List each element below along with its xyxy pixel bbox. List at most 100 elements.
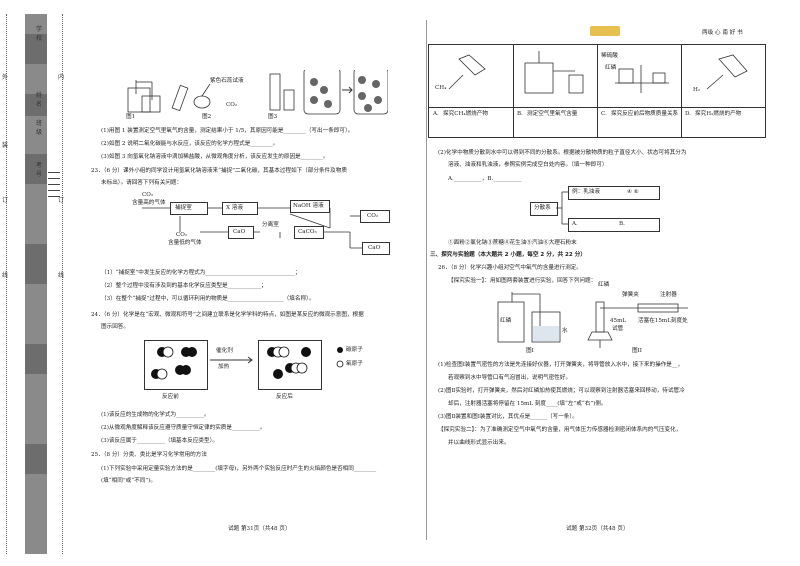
classify-diagram: 分散系 例：乳浊液 ④ ⑥ A. B. [530,186,680,236]
opt-d-letter: D. [685,111,692,117]
classify-example: 例：乳浊液 [572,189,600,195]
opt-b-letter: B. [517,111,523,117]
heat-label: 加热 [218,364,230,370]
fig-name-1: 图I [526,348,534,354]
options-line: ①面粉②氯化钠③蔗糖④花生油⑤汽油⑥大理石粉末 [448,240,577,246]
flow-source-gas: 含量高的气体 [132,200,166,206]
flow-cao-box: CaO [228,226,254,239]
app-label-piston: 活塞在15mL刻度处 [638,318,688,324]
q26-line-1: (1)检查图Ⅰ装置气密性的方法是先连接好仪器，打开弹簧夹，将导管放入水中，接下来… [438,362,684,368]
q23-sub-3: （3）在整个“捕捉”过程中，可以循环利用的物质是________________… [101,296,315,302]
binding-margin: 外 内 订 装 线 订 线 学校 姓名 班级 考号 [0,0,72,566]
publisher-logo [590,26,620,36]
flow-caco3-label: CaCO₃ [298,229,317,235]
dotted-line-inner [62,14,63,554]
options-figures-svg [448,51,748,94]
fig2-label-litmus: 紫色石蕊试液 [210,78,244,84]
opt-a-letter: A. [433,111,439,117]
field-school: 学校 [36,26,43,42]
flow-co2-low: CO₂ [176,232,188,238]
flow-co2-out-label: CO₂ [367,213,379,219]
mark-red-phosphorus: 红磷 [605,65,617,71]
q23-sub-2: （2）整个过程中没有涉及到的基本化学反应类型是____________； [101,283,267,289]
classify-nums: ④ ⑥ [627,189,639,195]
q24-head-2: 图示回答。 [101,324,129,330]
options-table: CH₄ 稀硫酸 红磷 H₂ A. 探究CH₄燃烧产物 B. 测定空气里氧气含量 … [428,44,766,138]
opt-a-text: 探究CH₄燃烧产物 [443,111,488,117]
fig-label-2: 图2 [202,114,212,120]
q23-flow-diagram: CO₂ 含量高的气体 捕捉室 X 溶液 NaOH 溶液 CO₂ CO₂ 含量低的… [132,192,400,256]
before-box [144,340,208,390]
molecules-svg [151,346,344,380]
bind-char-ding: 订 [2,197,9,204]
field-class: 班级 [36,120,43,136]
flow-low-gas: 含量低的气体 [168,240,202,246]
after-label: 反应后 [276,394,293,400]
q26-line-3: (2)图Ⅱ实验时，打开弹簧夹，然后对红磷加热使其燃烧；可以观察到注射器活塞来回移… [438,388,685,394]
flow-cao-out-label: CaO [368,245,381,251]
classify-lines-svg [556,191,568,225]
q22-line-3: (3)如图 3 向氢氧化钠溶液中滴加稀盐酸，从微观角度分析，该反应发生的原因是_… [101,154,329,160]
app-label-45ml: 45mL [610,318,627,324]
q23-sub-1: （1）“捕捉室”中发生反应的化学方程式为____________________… [101,270,301,276]
flow-caco3-box: CaCO₃ [294,226,324,239]
flow-cao-label: CaO [233,229,246,235]
mark-ch4: CH₄ [435,85,447,91]
q25-2-line-3: A.__________，B.__________ [448,176,522,182]
apparatus-svg [497,292,688,348]
app-label-tube: 试管 [612,326,624,332]
classify-root-box: 分散系 [530,202,558,216]
app-label-red-phos-2: 红磷 [598,282,610,288]
bind-char-zhuang: 装 [2,142,9,149]
q22-line-1: (1)用图 1 装置测定空气里氧气的含量，测定结果小于 1/5，其原因可能是__… [101,128,354,134]
q24-head: 24．（6 分）化学是在“宏观、微观和符号”之间建立联系是化学学科的特点，如图是… [91,312,364,318]
dotted-line-outer [6,14,7,554]
binding-strip [25,14,47,554]
flow-cao-out-box: CaO [362,242,390,255]
q24-reaction-diagram: 催化剂 加热 反应前 反应后 碳原子 氧原子 [140,338,380,406]
q24-sub-3: (3)该反应属于__________（填基本反应类型）。 [101,438,218,444]
q25-2-line-2: 溶液、浊液和乳浊液，参照实例完成空白处内容。（填一种即可） [448,162,608,168]
q26-line-5: (3)图Ⅱ装置和图Ⅰ装置对比，其优点是______（写一条）。 [438,414,578,420]
header-tagline: 两级 心 南 好 书 [702,30,743,36]
q23-head: 23．（6 分）课外小组的同学设计用氢氧化钠溶液来“捕捉”二氧化碳，其基本过程如… [91,168,347,174]
q24-sub-2: (2)从微观角度解释该反应遵守质量守恒定律的实质是__________。 [101,425,266,431]
before-label: 反应前 [162,394,179,400]
opt-b-text: 测定空气里氧气含量 [527,111,578,117]
q26-head: 26．（8 分）化学兴趣小组对空气中氧气的含量进行测定。 [438,265,582,271]
flow-x-label: X 溶液 [226,205,243,211]
opt-c-letter: C. [601,111,607,117]
opt-c-text: 探究反应前后物质质量关系 [611,111,679,117]
classify-b: B. [619,221,625,227]
q22-line-2: (2)如图 2 说明二氧化碳能与水反应，该反应的化学方程式是________。 [101,141,279,147]
app-label-red-phos-1: 红磷 [500,318,512,324]
classify-root: 分散系 [534,205,551,211]
q25-head: 25．（8 分）分类、类比是学习化学常用的方法 [91,452,207,458]
q26-line-2: 若观察到水中导管口有气泡冒出，说明气密性好。 [448,375,572,381]
flow-naoh-box: NaOH 溶液 [290,200,330,213]
bind-char-xian: 线 [2,272,9,279]
flow-capture-label: 捕捉室 [175,205,192,211]
q25-2-line-1: (2)化学中物质分散到水中可以得到不同的分散系。根据被分散物质的粒子直径大小、状… [438,150,687,156]
q25-sub-1: (1)下列实验中采用定量实验方法的是________(填字母)，另外两个实验反应… [101,466,377,472]
exp1-title: 【探究实验一】：用如图两套装置进行实验，回答下列问题： [448,278,597,284]
fig-label-1: 图1 [126,114,136,120]
field-name: 姓名 [36,92,43,108]
bind-char-wai: 外 [2,74,9,81]
fig-name-2: 图II [632,348,643,354]
bind-char-xian2: 线 [58,272,65,279]
left-footer: 试题 第31页（共48 页） [228,526,291,532]
bind-char-ding2: 订 [58,197,65,204]
mark-h2so4: 稀硫酸 [601,53,618,59]
legend-oxygen: 氧原子 [346,361,363,367]
mark-h2: H₂ [693,87,701,93]
section-3-title: 三、探究与实验题（本大题共 2 小题，每空 2 分，共 22 分） [430,252,586,258]
right-footer: 试题 第32页（共48 页） [566,526,629,532]
flow-capture-box: 捕捉室 [170,202,208,215]
legend-carbon: 碳原子 [346,347,363,353]
q26-line-6: 【探究实验二】：为了准确测定空气中氧气的含量，用气体压力传感器检测密闭体系内的气… [438,427,682,433]
catalyst-label: 催化剂 [216,348,233,354]
flow-separate: 分离室 [262,222,279,228]
app-label-water: 水 [562,328,568,334]
classify-a: A. [572,221,578,227]
